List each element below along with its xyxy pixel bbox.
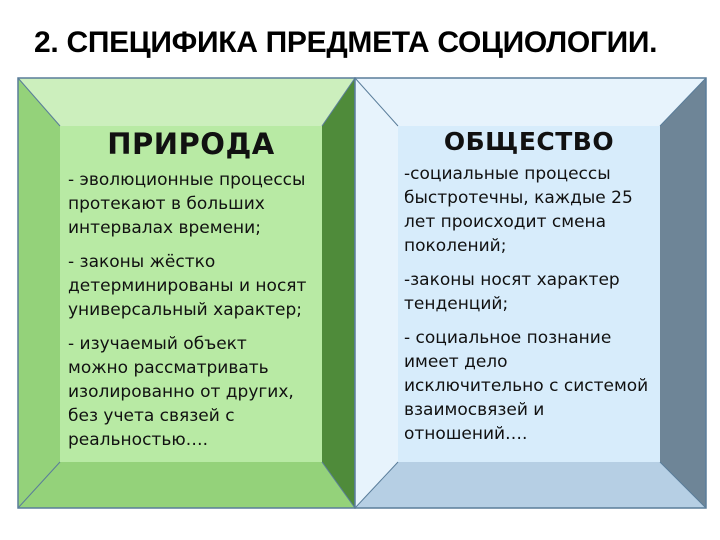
bevel-edge xyxy=(321,461,356,509)
bevel-edge xyxy=(321,77,356,127)
panel-nature xyxy=(17,77,356,509)
bevel-edge xyxy=(17,461,61,509)
panel-nature-face xyxy=(60,126,322,462)
bevel-edge xyxy=(659,461,707,509)
panel-society-border xyxy=(354,77,707,509)
panel-nature-list: - эволюционные процессы протекают в боль… xyxy=(68,168,322,462)
panel-society-bevel-left xyxy=(355,78,398,508)
bevel-edge xyxy=(354,461,399,509)
panel-society-heading: ОБЩЕСТВО xyxy=(443,127,615,156)
bevel-edges xyxy=(17,77,707,509)
panel-society xyxy=(354,77,707,509)
panel-society-bevel-bottom xyxy=(355,462,706,508)
panel-nature-heading: ПРИРОДА xyxy=(107,127,275,161)
list-item: - социальное познание имеет дело исключи… xyxy=(404,328,649,444)
list-item: - изучаемый объект можно рассматривать и… xyxy=(68,334,294,450)
panel-nature-bevel-bottom xyxy=(18,462,355,508)
list-item: - эволюционные процессы протекают в боль… xyxy=(68,170,306,238)
panel-nature-bevel-right xyxy=(322,78,355,508)
bevel-edge xyxy=(354,77,399,127)
bevel-edge xyxy=(659,77,707,127)
list-item: -законы носят характер тенденций; xyxy=(404,270,620,314)
slide-title: 2. СПЕЦИФИКА ПРЕДМЕТА СОЦИОЛОГИИ. xyxy=(34,26,658,59)
bevel-edge xyxy=(17,77,61,127)
panel-nature-bevel-top xyxy=(18,78,355,126)
panel-society-bevel-top xyxy=(355,78,706,126)
panel-nature-bevel-left xyxy=(18,78,60,508)
list-item: - законы жёстко детерминированы и носят … xyxy=(68,252,307,320)
panel-society-face xyxy=(398,126,660,462)
panel-society-list: -социальные процессы быстротечны, каждые… xyxy=(404,162,660,456)
list-item: -социальные процессы быстротечны, каждые… xyxy=(404,164,633,256)
panel-society-bevel-right xyxy=(660,78,706,508)
